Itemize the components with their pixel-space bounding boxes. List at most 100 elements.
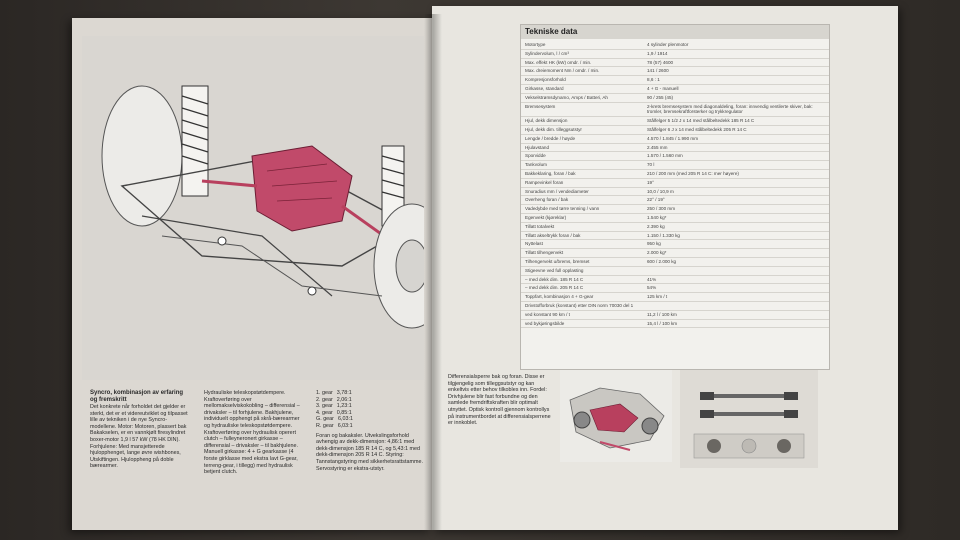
spec-value: 90 / 255 (45) [647,94,674,100]
spec-value [641,303,825,309]
spec-row: Egenvekt (kjøreklar)1.540 kg* [521,214,829,223]
spec-value: 78 (57) 4600 [647,59,674,65]
spec-label: Overheng foran / bak [525,197,569,203]
drivetrain-illustration [82,36,451,380]
spec-row: Max. dreiemoment Nm / omdr. / min.141 / … [521,67,829,77]
spec-value: 11,2 l / 100 km [647,311,677,317]
differential-lock-text: Differensialsperre bak og foran. Disse e… [448,374,551,427]
syncro-intro-text: Det konkrete når forholdet det gjelder e… [90,404,188,470]
spec-label: Hjul, dekk dimensjon [525,118,568,124]
spec-row: ved konstant 90 km / t 11,2 l / 100 km [521,311,829,320]
spec-label: Snuradius mm / vendediameter [525,188,589,194]
spec-label: ved konstant 90 km / t [525,311,570,317]
spec-label: Tilhengervekt u/brems, bremset [525,258,590,264]
gear-ratio-row: 1. gear 3,78:1 [316,390,424,397]
spec-label: Tillatt tilhengervekt [525,250,564,256]
spec-label: – med dekk dim. 185 R 14 C [525,276,584,282]
chassis-drawing [101,85,451,329]
left-page: Syncro, kombinasjon av erfaring og frems… [72,18,451,530]
spec-label: Kompresjonsforhold [525,77,566,83]
spec-value: 125 km / t [647,294,668,300]
spec-value: 4 sylinder plenmotor [647,42,689,47]
spec-value: 1.540 kg* [647,214,667,220]
spec-label: Drivstofforbruk (konstant) etter DIN nor… [525,302,634,308]
spec-value: Stålfelger 6 J x 14 med stålbeltedekk 20… [647,126,747,132]
spec-label: ved bykjøringsbilde [525,320,565,326]
suspension-text: Hydrauliske teleskopstøtdempere. Kraftov… [204,390,300,476]
spec-value: 10,0 / 10,9 m [647,188,674,194]
gear-ratio-row: 2. gear 2,06:1 [316,397,424,404]
spec-value: 950 kg [647,241,661,247]
spec-row: Max. effekt HK (kW) omdr. / min. 78 (57) … [521,59,829,68]
spec-row: Kompresjonsforhold 8,6 : 1 [521,76,829,85]
gear-value: 2,06:1 [336,396,352,403]
spec-value: 2.390 kg [647,223,665,229]
spec-value: 210 / 200 mm (med 205 R 14 C: mer høyere… [647,170,739,176]
spec-label: – med dekk dim. 205 R 14 C [525,285,584,291]
gear-value: 6,03:1 [337,422,353,429]
spec-row: Nyttelast 950 kg [521,240,829,250]
spec-label: Max. effekt HK (kW) omdr. / min. [525,59,592,65]
spec-value: 2.455 mm [647,144,668,150]
spec-value: 250 / 300 mm [647,206,676,212]
spec-label: Nyttelast [525,241,543,247]
spec-value: 19° [647,179,654,185]
spec-label: Stigeevne ved full opplasting [525,267,584,273]
spec-label: Vekselstrømsdynamo, Amps / Batteri, Ah [525,94,608,100]
spec-row: ved bykjøringsbilde 15,4 l / 100 km [521,320,829,329]
spec-label: Rampevinkel foran [525,179,564,185]
spec-value: 54% [647,285,657,291]
spec-row: Bremsesystem 2-krets bremsesystem med dia… [521,103,829,118]
spec-value: 41% [647,276,657,282]
spec-row: – med dekk dim. 205 R 14 C 54% [521,284,829,294]
axle-steering-text: Foran og bakaksler. Utvekslingsforhold a… [316,432,423,472]
spec-label: Tankvolum [525,162,547,168]
spec-label: Sporvidde [525,153,546,159]
spec-value: 8,6 : 1 [647,77,660,83]
spec-label: Sylindervolum, l / cm³ [525,50,569,56]
gear-label: R. gear [316,422,334,429]
axle-diagram [680,370,818,468]
syncro-heading: Syncro, kombinasjon av erfaring og frems… [90,390,184,403]
spec-row: Bakkeklaring, foran / bak 210 / 200 mm (m… [521,170,829,179]
spec-label: Tillatt akseltrykk foran / bak [525,232,581,238]
spec-value: 1,9 / 1914 [647,50,668,56]
spec-row: – med dekk dim. 185 R 14 C 41% [521,276,829,285]
gear-ratio-row: R. gear 6,03:1 [316,423,424,430]
spec-row: Tilhengervekt u/brems, bremset 600 / 2.00… [521,258,829,267]
gear-value: 3,78:1 [336,390,352,396]
spec-label: Bremsesystem [525,103,556,109]
brochure-spine [424,14,442,530]
spec-value [641,268,825,274]
spec-value: 1.570 / 1.560 mm [647,153,683,159]
spec-label: Bakkeklaring, foran / bak [525,170,576,176]
suspension-column: Hydrauliske teleskopstøtdempere. Kraftov… [204,390,302,476]
technical-data-title: Tekniske data [521,25,829,39]
gear-ratios-column: 1. gear 3,78:1 2. gear 2,06:1 3. gear 1,… [316,390,424,472]
gear-label: 4. gear [316,409,333,416]
spec-row: Drivstofforbruk (konstant) etter DIN nor… [521,302,829,311]
spec-value: 2-krets bremsesystem med diagonaldeling,… [647,103,813,115]
spec-value: 15,4 l / 100 km [647,320,678,326]
gear-label: G. gear [316,416,334,423]
spec-value: 141 / 2600 [647,68,669,74]
spec-value: 70 l [647,162,655,168]
spec-row: Toppfart, kombinasjon 4 + G-gear 125 km /… [521,293,829,302]
spec-value: 600 / 2.000 kg [647,258,677,264]
spec-label: Toppfart, kombinasjon 4 + G-gear [525,294,594,300]
brochure: Syncro, kombinasjon av erfaring og frems… [72,6,904,536]
spec-row: Sporvidde 1.570 / 1.560 mm [521,152,829,162]
gear-value: 6,03:1 [337,416,353,423]
spec-row: Tankvolum 70 l [521,161,829,170]
spec-label: Tillatt totalvekt [525,223,555,229]
spec-row: Stigeevne ved full opplasting [521,267,829,276]
